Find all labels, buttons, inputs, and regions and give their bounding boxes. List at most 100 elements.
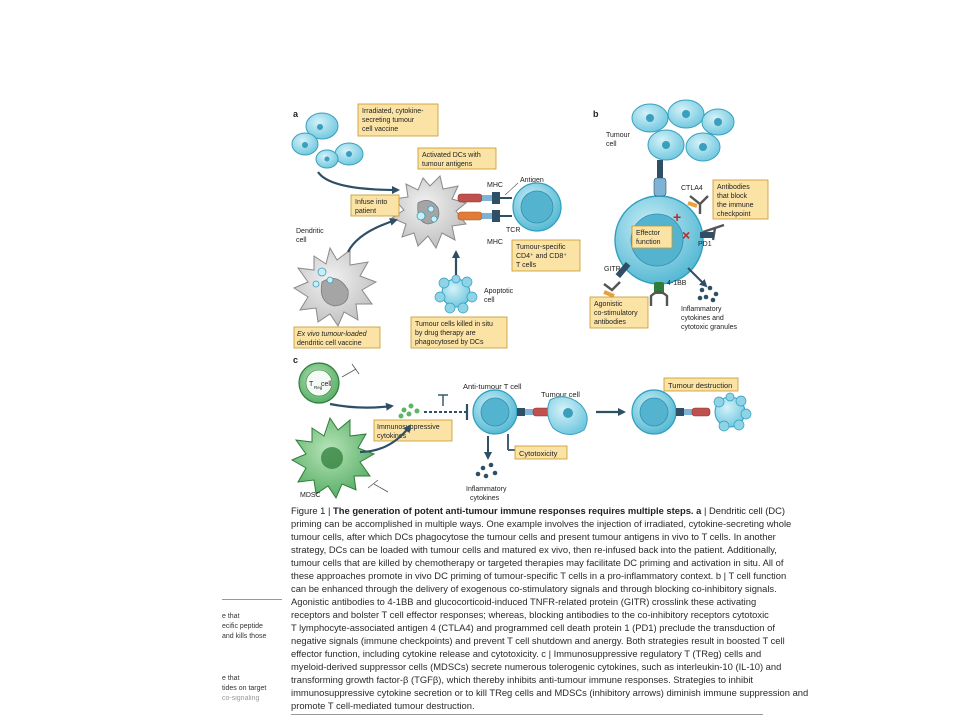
tumour-cell-cluster xyxy=(631,99,735,162)
arrow-vaccine-to-dc xyxy=(317,171,400,194)
effector-label-box: Effector function xyxy=(631,225,673,249)
side-fragment: e that xyxy=(222,675,240,682)
caption-first-rest: | Dendritic cell (DC) xyxy=(701,505,786,516)
caption-line: immunosuppressive cytokine secretion or … xyxy=(291,687,809,698)
side-fragment: co-signaling xyxy=(222,695,260,702)
killed-label-line: Tumour cells killed in situ xyxy=(415,321,493,328)
caption-title-bold: The generation of potent anti-tumour imm… xyxy=(333,505,702,516)
agonistic-label-line: co-stimulatory xyxy=(594,310,638,317)
caption-lead: Figure 1 | xyxy=(291,505,334,516)
side-fragment: e that xyxy=(222,613,240,620)
treg-cell-label: cell xyxy=(321,381,332,388)
ctla4-receptor xyxy=(653,160,667,197)
tcr-label: TCR xyxy=(506,227,520,234)
t-specific-label-box: Tumour-specific CD4⁺ and CD8⁺ T cells xyxy=(511,239,581,272)
caption-line: these approaches promote in vivo DC prim… xyxy=(291,570,787,581)
agonistic-label-box: Agonistic co-stimulatory antibodies xyxy=(589,296,649,329)
caption-line: tumour cells that are killed by chemothe… xyxy=(291,557,784,568)
apoptotic-cell xyxy=(434,274,478,314)
caption-line: effector function, including cytokine re… xyxy=(291,648,762,659)
tumour-cell-label: Tumour cell xyxy=(541,390,580,399)
arrow-mdsc-to-cytokines xyxy=(359,424,412,454)
treg-sub-label: Reg xyxy=(314,385,323,390)
caption-line: transforming growth factor-β (TGFβ), whi… xyxy=(291,674,754,685)
caption-line: promote T cell-mediated tumour destructi… xyxy=(291,700,475,711)
arrow-to-cytokines-b xyxy=(687,267,708,288)
exvivo-label-line: dendritic cell vaccine xyxy=(297,340,362,347)
destruction-label-box: Tumour destruction xyxy=(663,377,739,392)
inflam-c-label-line: Inflammatory xyxy=(466,486,507,493)
mhc-tcr-complex-top xyxy=(457,192,512,204)
cytotoxicity-label: Cytotoxicity xyxy=(519,449,558,458)
activated-dendritic-cell xyxy=(390,175,468,250)
gitr-receptor xyxy=(603,261,631,298)
infuse-label-box: Infuse into patient xyxy=(350,194,400,217)
4-1bb-receptor xyxy=(649,282,669,306)
cytokine-dots-c xyxy=(398,403,420,419)
immunosupp-label-line: cytokines xyxy=(377,433,407,440)
dendritic-label-line: Dendritic xyxy=(296,228,324,235)
block-label-line: checkpoint xyxy=(717,211,751,218)
4-1bb-label: 4-1BB xyxy=(667,280,687,287)
treg-t-label: T xyxy=(309,381,314,388)
activated-label-line: tumour antigens xyxy=(422,161,473,168)
tumour-vaccine-cells xyxy=(291,112,364,169)
inflam-b-label-line: cytotoxic granules xyxy=(681,324,738,331)
anti-tumour-t-cell xyxy=(472,389,518,435)
destruction-label: Tumour destruction xyxy=(668,381,732,390)
panel-a-letter: a xyxy=(293,109,299,119)
apoptotic-tumour-cell-c xyxy=(713,392,752,432)
cytotoxicity-label-box: Cytotoxicity xyxy=(514,445,568,460)
tumour-specific-t-cell xyxy=(512,182,562,232)
pd1-label: PD1 xyxy=(698,241,712,248)
caption-line: strategy, DCs can be loaded with tumour … xyxy=(291,544,777,555)
dendritic-label-line: cell xyxy=(296,237,307,244)
panel-c-letter: c xyxy=(293,355,298,365)
infuse-label-line: patient xyxy=(355,208,376,215)
tumour-cell-c xyxy=(547,396,588,435)
activated-label-line: Activated DCs with xyxy=(422,152,481,159)
block-label-line: that block xyxy=(717,193,747,200)
tspecific-label-line: CD4⁺ and CD8⁺ xyxy=(516,253,567,260)
tspecific-label-line: Tumour-specific xyxy=(516,244,566,251)
block-cross-mark: + xyxy=(673,209,681,225)
block-label-line: Antibodies xyxy=(717,184,750,191)
caption-line: can be enhanced through the delivery of … xyxy=(291,583,777,594)
inflam-b-label-line: Inflammatory xyxy=(681,306,722,313)
ctla4-label: CTLA4 xyxy=(681,185,703,192)
block-checkpoint-label-box: Antibodies that block the immune checkpo… xyxy=(712,179,769,220)
cytokine-dots-c2 xyxy=(475,462,498,479)
vaccine-label-box: Irradiated, cytokine- secreting tumour c… xyxy=(357,103,439,137)
mhc-label-bottom: MHC xyxy=(487,239,503,246)
tcr-mhc-c xyxy=(517,407,552,417)
effector-label-line: Effector xyxy=(636,230,661,237)
exvivo-label-box: Ex vivo tumour-loaded dendritic cell vac… xyxy=(293,326,381,349)
caption-line: negative signals (immune checkpoints) an… xyxy=(291,635,785,646)
treg-cell xyxy=(298,362,340,404)
panel-b-letter: b xyxy=(593,109,599,119)
side-fragment: tides on target xyxy=(222,685,267,692)
gitr-label: GITR xyxy=(604,266,621,273)
caption-line: tumour cells, after which DCs phagocytos… xyxy=(291,531,776,542)
infuse-label-line: Infuse into xyxy=(355,199,387,206)
arrow-exvivo-to-dc xyxy=(347,217,398,253)
block-cross-mark-pd1: × xyxy=(682,227,690,243)
activated-dc-label-box: Activated DCs with tumour antigens xyxy=(417,147,497,170)
caption-line: T lymphocyte-associated antigen 4 (CTLA4… xyxy=(291,622,775,633)
killed-label-box: Tumour cells killed in situ by drug ther… xyxy=(410,316,508,349)
vaccine-label-line: cell vaccine xyxy=(362,126,398,133)
vaccine-label-line: secreting tumour xyxy=(362,117,415,124)
mhc-tcr-complex-bottom xyxy=(457,210,512,222)
tumour-label-line: cell xyxy=(606,141,617,148)
inhibitory-arrow-treg xyxy=(341,368,357,378)
inflam-c-label-line: cytokines xyxy=(470,495,500,502)
side-fragment: and kills those xyxy=(222,633,267,640)
vaccine-label-line: Irradiated, cytokine- xyxy=(362,108,424,115)
tspecific-label-line: T cells xyxy=(516,262,537,269)
mdsc-cell xyxy=(290,416,376,500)
block-label-line: the immune xyxy=(717,202,754,209)
agonistic-label-line: Agonistic xyxy=(594,301,623,308)
arrow-treg-to-cytokines xyxy=(329,402,394,411)
side-fragment: ecific peptide xyxy=(222,623,263,630)
